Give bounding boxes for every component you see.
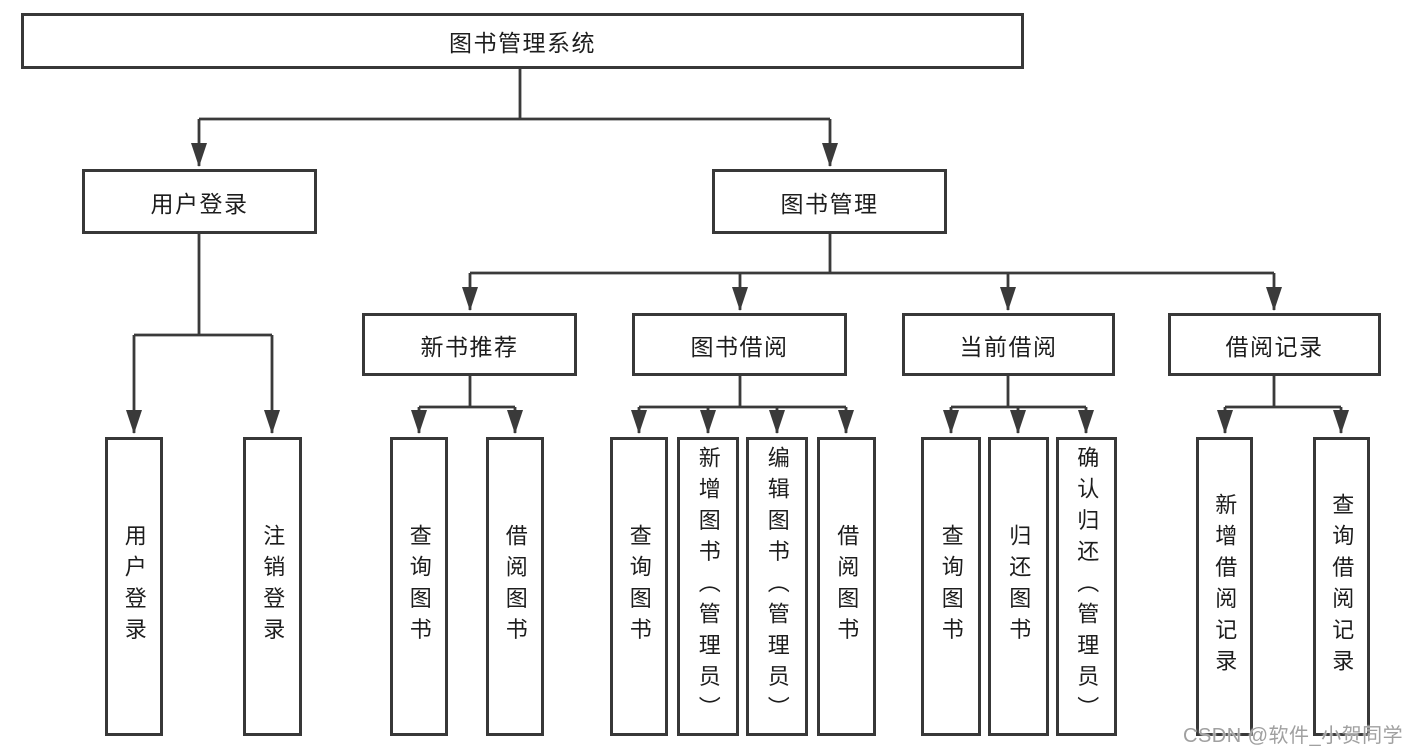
leaf-query-borrow-record-label: 查询借阅记录 [1329,492,1355,681]
node-root-label: 图书管理系统 [449,30,596,56]
node-new-book-recommend: 新书推荐 [362,313,577,376]
node-book-borrow-label: 图书借阅 [690,333,789,360]
leaf-add-borrow-record-label: 新增借阅记录 [1212,492,1238,681]
leaf-return-books: 归还图书 [988,437,1049,736]
leaf-borrow-books-recommend-label: 借阅图书 [502,524,528,649]
leaf-logout-login: 注销登录 [243,437,302,736]
leaf-edit-books-admin-label: 编辑图书（管理员） [764,445,790,728]
leaf-query-books-recommend-label: 查询图书 [406,524,432,649]
csdn-watermark: CSDN @软件_小贺同学 [1183,725,1404,747]
leaf-query-books-borrow: 查询图书 [610,437,668,736]
leaf-query-borrow-record: 查询借阅记录 [1313,437,1370,736]
node-user-login-label: 用户登录 [150,190,249,217]
leaf-query-books-current-label: 查询图书 [938,524,964,649]
node-user-login: 用户登录 [82,169,317,234]
leaf-borrow-books-recommend: 借阅图书 [486,437,544,736]
leaf-confirm-return-admin: 确认归还（管理员） [1056,437,1117,736]
leaf-query-books-borrow-label: 查询图书 [626,524,652,649]
node-new-book-recommend-label: 新书推荐 [420,333,519,360]
leaf-query-books-current: 查询图书 [921,437,981,736]
leaf-add-borrow-record: 新增借阅记录 [1196,437,1253,736]
leaf-add-books-admin: 新增图书（管理员） [677,437,739,736]
node-current-borrow-label: 当前借阅 [959,333,1058,360]
node-borrow-records: 借阅记录 [1168,313,1381,376]
leaf-borrow-books-label: 借阅图书 [834,524,860,649]
leaf-edit-books-admin: 编辑图书（管理员） [746,437,808,736]
leaf-return-books-label: 归还图书 [1006,524,1032,649]
leaf-add-books-admin-label: 新增图书（管理员） [695,445,721,728]
leaf-user-login-label: 用户登录 [121,524,147,649]
node-book-management: 图书管理 [712,169,947,234]
leaf-query-books-recommend: 查询图书 [390,437,448,736]
node-current-borrow: 当前借阅 [902,313,1115,376]
node-book-borrow: 图书借阅 [632,313,847,376]
node-borrow-records-label: 借阅记录 [1225,333,1324,360]
node-book-management-label: 图书管理 [780,190,879,217]
leaf-borrow-books: 借阅图书 [817,437,876,736]
leaf-logout-login-label: 注销登录 [260,524,286,649]
node-root: 图书管理系统 [21,13,1024,69]
leaf-confirm-return-admin-label: 确认归还（管理员） [1074,445,1100,728]
leaf-user-login: 用户登录 [105,437,163,736]
